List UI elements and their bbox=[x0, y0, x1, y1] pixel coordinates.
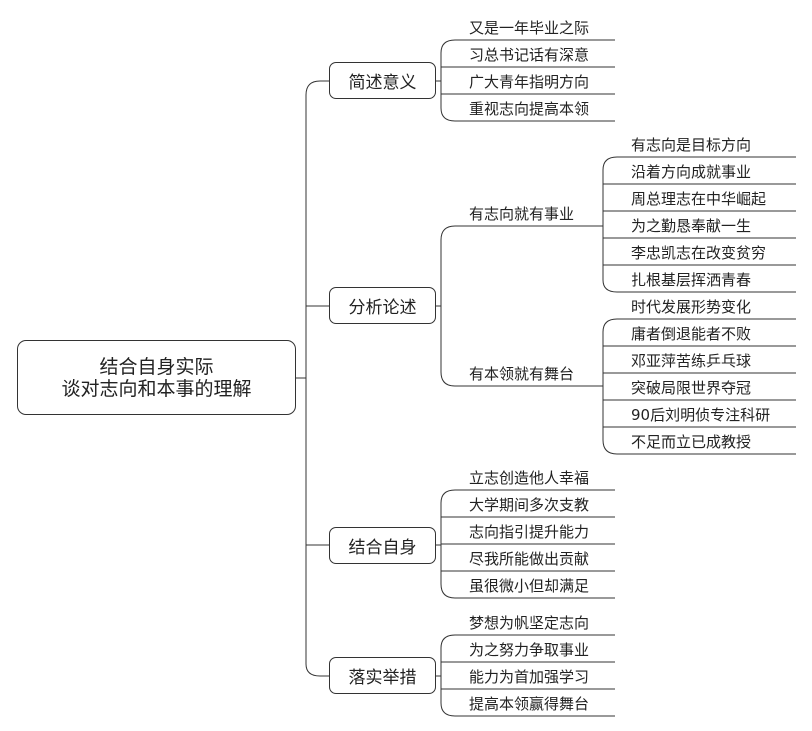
b3-leaf-2[interactable]: 大学期间多次支教 bbox=[469, 496, 590, 514]
branch-self-combination[interactable]: 结合自身 bbox=[329, 527, 436, 564]
b2s2-leaf-1[interactable]: 时代发展形势变化 bbox=[631, 298, 752, 316]
b2s2-leaf-5[interactable]: 90后刘明侦专注科研 bbox=[631, 406, 771, 424]
b4-leaf-4[interactable]: 提高本领赢得舞台 bbox=[469, 695, 590, 713]
b2s2-leaf-4[interactable]: 突破局限世界夺冠 bbox=[631, 379, 752, 397]
b4-leaf-1[interactable]: 梦想为帆坚定志向 bbox=[469, 614, 590, 632]
b1-leaf-3[interactable]: 广大青年指明方向 bbox=[469, 73, 590, 91]
b2-sub-ability[interactable]: 有本领就有舞台 bbox=[469, 365, 575, 383]
main-trunk bbox=[305, 80, 329, 677]
b3-leaf-5[interactable]: 虽很微小但却满足 bbox=[469, 577, 590, 595]
b2s1-leaf-1[interactable]: 有志向是目标方向 bbox=[631, 136, 752, 154]
b2s2-leaf-2[interactable]: 庸者倒退能者不败 bbox=[631, 325, 752, 343]
b1-leaf-1[interactable]: 又是一年毕业之际 bbox=[469, 19, 590, 37]
b2s1-leaf-5[interactable]: 李忠凯志在改变贫穷 bbox=[631, 244, 767, 262]
b4-leaf-2[interactable]: 为之努力争取事业 bbox=[469, 641, 590, 659]
b2s1-leaf-4[interactable]: 为之勤恳奉献一生 bbox=[631, 217, 752, 235]
b1-leaf-4[interactable]: 重视志向提高本领 bbox=[469, 100, 590, 118]
b2s2-leaf-3[interactable]: 邓亚萍苦练乒乓球 bbox=[631, 352, 752, 370]
branch-measures[interactable]: 落实举措 bbox=[329, 657, 436, 694]
branch-summary-significance[interactable]: 简述意义 bbox=[329, 62, 436, 99]
b2s1-connector bbox=[602, 156, 796, 293]
b3-leaf-3[interactable]: 志向指引提升能力 bbox=[469, 523, 590, 541]
root-topic-line2: 谈对志向和本事的理解 bbox=[61, 377, 252, 400]
b2s1-leaf-3[interactable]: 周总理志在中华崛起 bbox=[631, 190, 767, 208]
b1-connector bbox=[436, 39, 615, 122]
root-topic[interactable]: 结合自身实际 谈对志向和本事的理解 bbox=[17, 340, 296, 415]
b4-connector bbox=[436, 634, 615, 717]
b2-sub-ambition[interactable]: 有志向就有事业 bbox=[469, 205, 575, 223]
b2-connector bbox=[436, 225, 603, 387]
b3-leaf-4[interactable]: 尽我所能做出贡献 bbox=[469, 550, 590, 568]
root-topic-line1: 结合自身实际 bbox=[99, 355, 214, 378]
b2s2-leaf-6[interactable]: 不足而立已成教授 bbox=[631, 433, 752, 451]
b2s1-leaf-6[interactable]: 扎根基层挥洒青春 bbox=[631, 271, 752, 289]
b3-leaf-1[interactable]: 立志创造他人幸福 bbox=[469, 469, 590, 487]
b1-leaf-2[interactable]: 习总书记话有深意 bbox=[469, 46, 590, 64]
branch-analysis[interactable]: 分析论述 bbox=[329, 287, 436, 324]
b2s2-connector bbox=[602, 318, 796, 455]
b3-connector bbox=[436, 489, 615, 599]
b2s1-leaf-2[interactable]: 沿着方向成就事业 bbox=[631, 163, 752, 181]
b4-leaf-3[interactable]: 能力为首加强学习 bbox=[469, 668, 590, 686]
